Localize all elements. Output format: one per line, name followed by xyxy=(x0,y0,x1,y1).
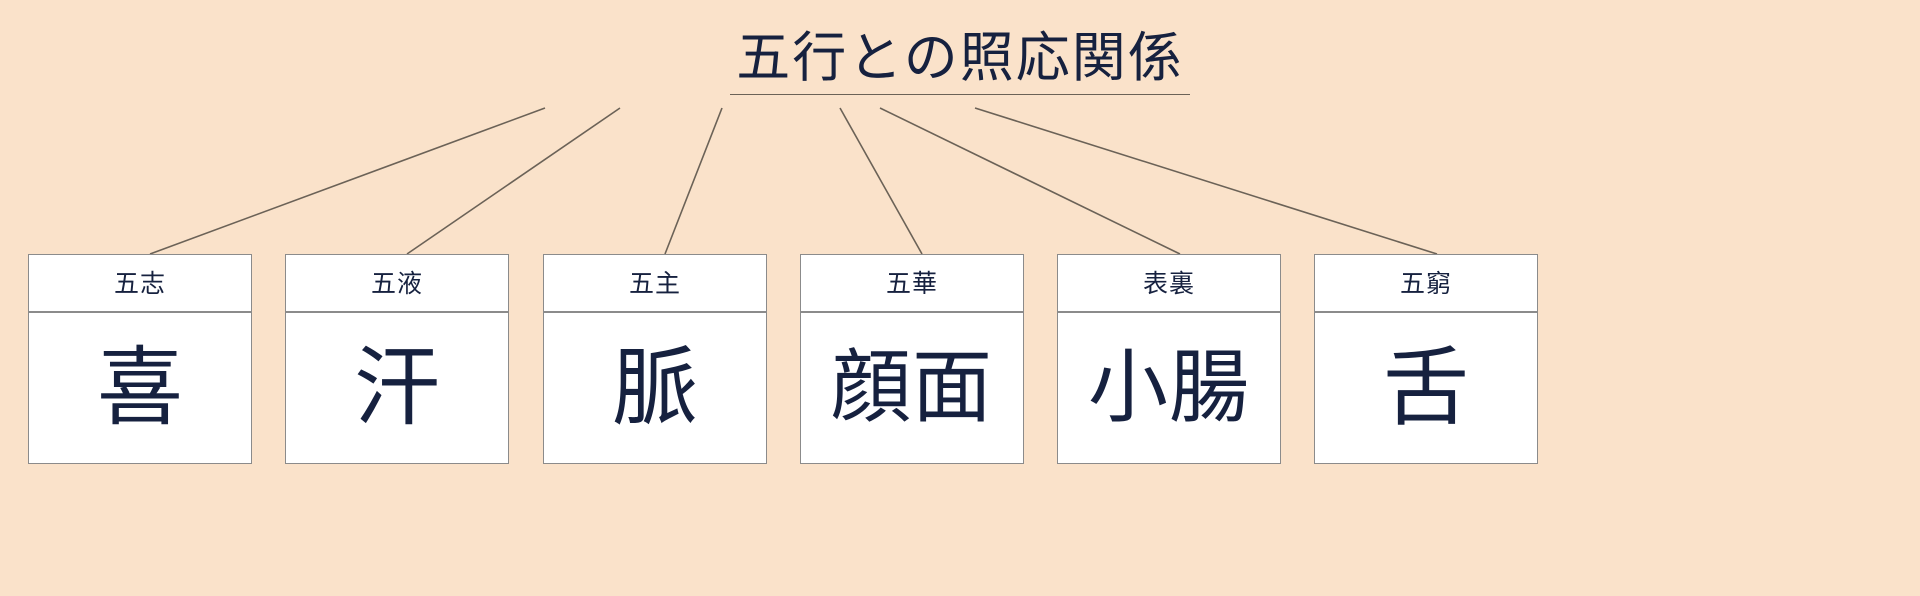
card-body: 小腸 xyxy=(1058,313,1280,463)
card-body-label: 脈 xyxy=(612,338,698,438)
card-body-label: 喜 xyxy=(97,338,183,438)
connector-line xyxy=(149,107,546,255)
card-header: 表裏 xyxy=(1058,255,1280,313)
card-body: 顔面 xyxy=(801,313,1023,463)
card-header: 五志 xyxy=(29,255,251,313)
card-header: 五主 xyxy=(544,255,766,313)
connector-line xyxy=(879,107,1181,255)
card-header-label: 五液 xyxy=(370,268,423,298)
card-body-label: 顔面 xyxy=(831,341,993,434)
card-body-label: 小腸 xyxy=(1088,341,1250,434)
card-header-label: 五華 xyxy=(885,268,938,298)
card[interactable]: 五窮舌 xyxy=(1314,254,1538,464)
card-header-label: 五窮 xyxy=(1399,268,1452,298)
connector-line xyxy=(839,107,923,255)
card-body-label: 舌 xyxy=(1383,338,1469,438)
card-header: 五液 xyxy=(286,255,508,313)
card-body: 脈 xyxy=(544,313,766,463)
connector-line xyxy=(664,107,723,255)
card-header-label: 五志 xyxy=(113,268,166,298)
card-body: 喜 xyxy=(29,313,251,463)
card[interactable]: 五主脈 xyxy=(543,254,767,464)
card[interactable]: 五華顔面 xyxy=(800,254,1024,464)
card[interactable]: 表裏小腸 xyxy=(1057,254,1281,464)
card[interactable]: 五液汗 xyxy=(285,254,509,464)
card-body: 汗 xyxy=(286,313,508,463)
card-header-label: 表裏 xyxy=(1142,268,1195,298)
card-header-label: 五主 xyxy=(628,268,681,298)
connector-line xyxy=(406,107,621,255)
card-header: 五華 xyxy=(801,255,1023,313)
diagram-title: 五行との照応関係 xyxy=(0,27,1920,96)
cards-row: 五志喜五液汗五主脈五華顔面表裏小腸五窮舌 xyxy=(0,254,1920,464)
card[interactable]: 五志喜 xyxy=(28,254,252,464)
card-header: 五窮 xyxy=(1315,255,1537,313)
diagram-title-text: 五行との照応関係 xyxy=(730,27,1190,96)
connector-line xyxy=(974,107,1438,255)
card-body: 舌 xyxy=(1315,313,1537,463)
card-body-label: 汗 xyxy=(354,338,440,438)
